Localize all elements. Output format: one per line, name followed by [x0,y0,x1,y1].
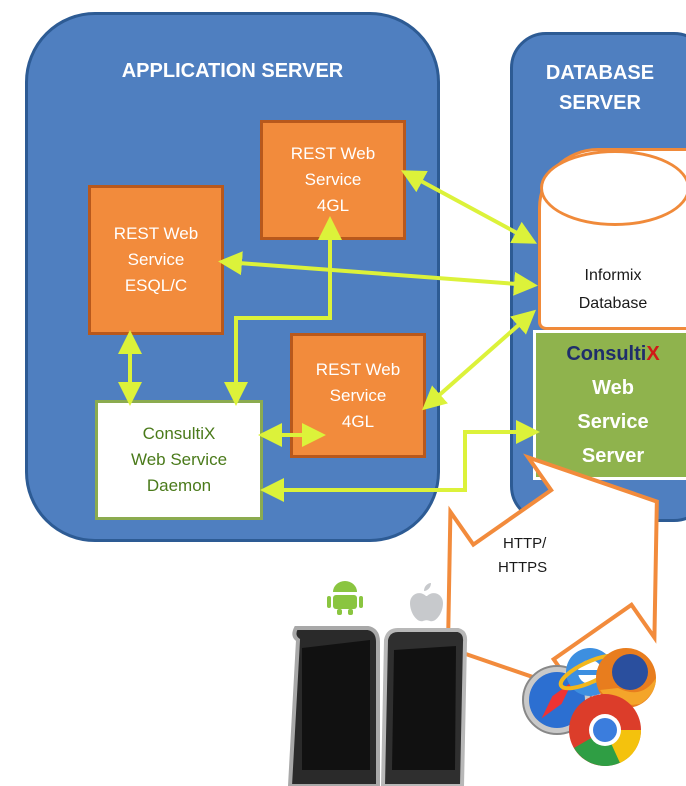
rest-mid-line2: Service [329,385,387,405]
web-service-server-line3: Service [577,411,649,433]
brand-prefix: Consulti [566,343,647,365]
daemon-line3: Daemon [146,476,212,495]
protocol-label-line2: HTTPS [498,559,548,576]
brand-suffix: X [646,343,660,365]
database-label-line1: Informix [584,267,642,284]
daemon-line2: Web Service [130,450,228,469]
database-server-title-line1: DATABASE [545,62,655,84]
rest-top-line1: REST Web [290,144,376,163]
web-service-server-box: ConsultiX Web Service Server [533,330,686,480]
rest-web-service-esqlc: REST Web Service ESQL/C [88,185,224,335]
rest-left-line3: ESQL/C [124,276,188,295]
rest-top-line3: 4GL [316,196,350,215]
application-server-title: APPLICATION SERVER [121,60,344,82]
arrow-rest-mid-to-db [422,309,536,411]
protocol-label-line1: HTTP/ [503,535,547,552]
rest-left-line1: REST Web [113,224,199,243]
database-label-line2: Database [578,295,648,312]
android-logo-icon [327,581,363,615]
web-service-server-brand: ConsultiX [566,337,659,371]
iphone-icon [380,628,468,786]
firefox-browser-icon [596,648,656,708]
daemon-line1: ConsultiX [142,424,216,443]
consultix-web-service-daemon: ConsultiX Web Service Daemon [95,400,263,520]
database-cylinder-top [540,150,686,226]
rest-left-line2: Service [127,250,185,269]
rest-top-line2: Service [304,170,362,189]
chrome-browser-icon [569,694,642,766]
arrow-daemon-to-rest-top [224,216,342,406]
arrow-daemon-to-ws-server [260,420,540,502]
web-service-server-line4: Server [581,445,645,467]
android-phone-icon [287,626,380,786]
web-service-server-line2: Web [592,377,634,399]
apple-logo-icon [410,583,443,622]
database-server-title-line2: SERVER [559,92,641,114]
arrow-rest-top-to-db [400,170,538,244]
